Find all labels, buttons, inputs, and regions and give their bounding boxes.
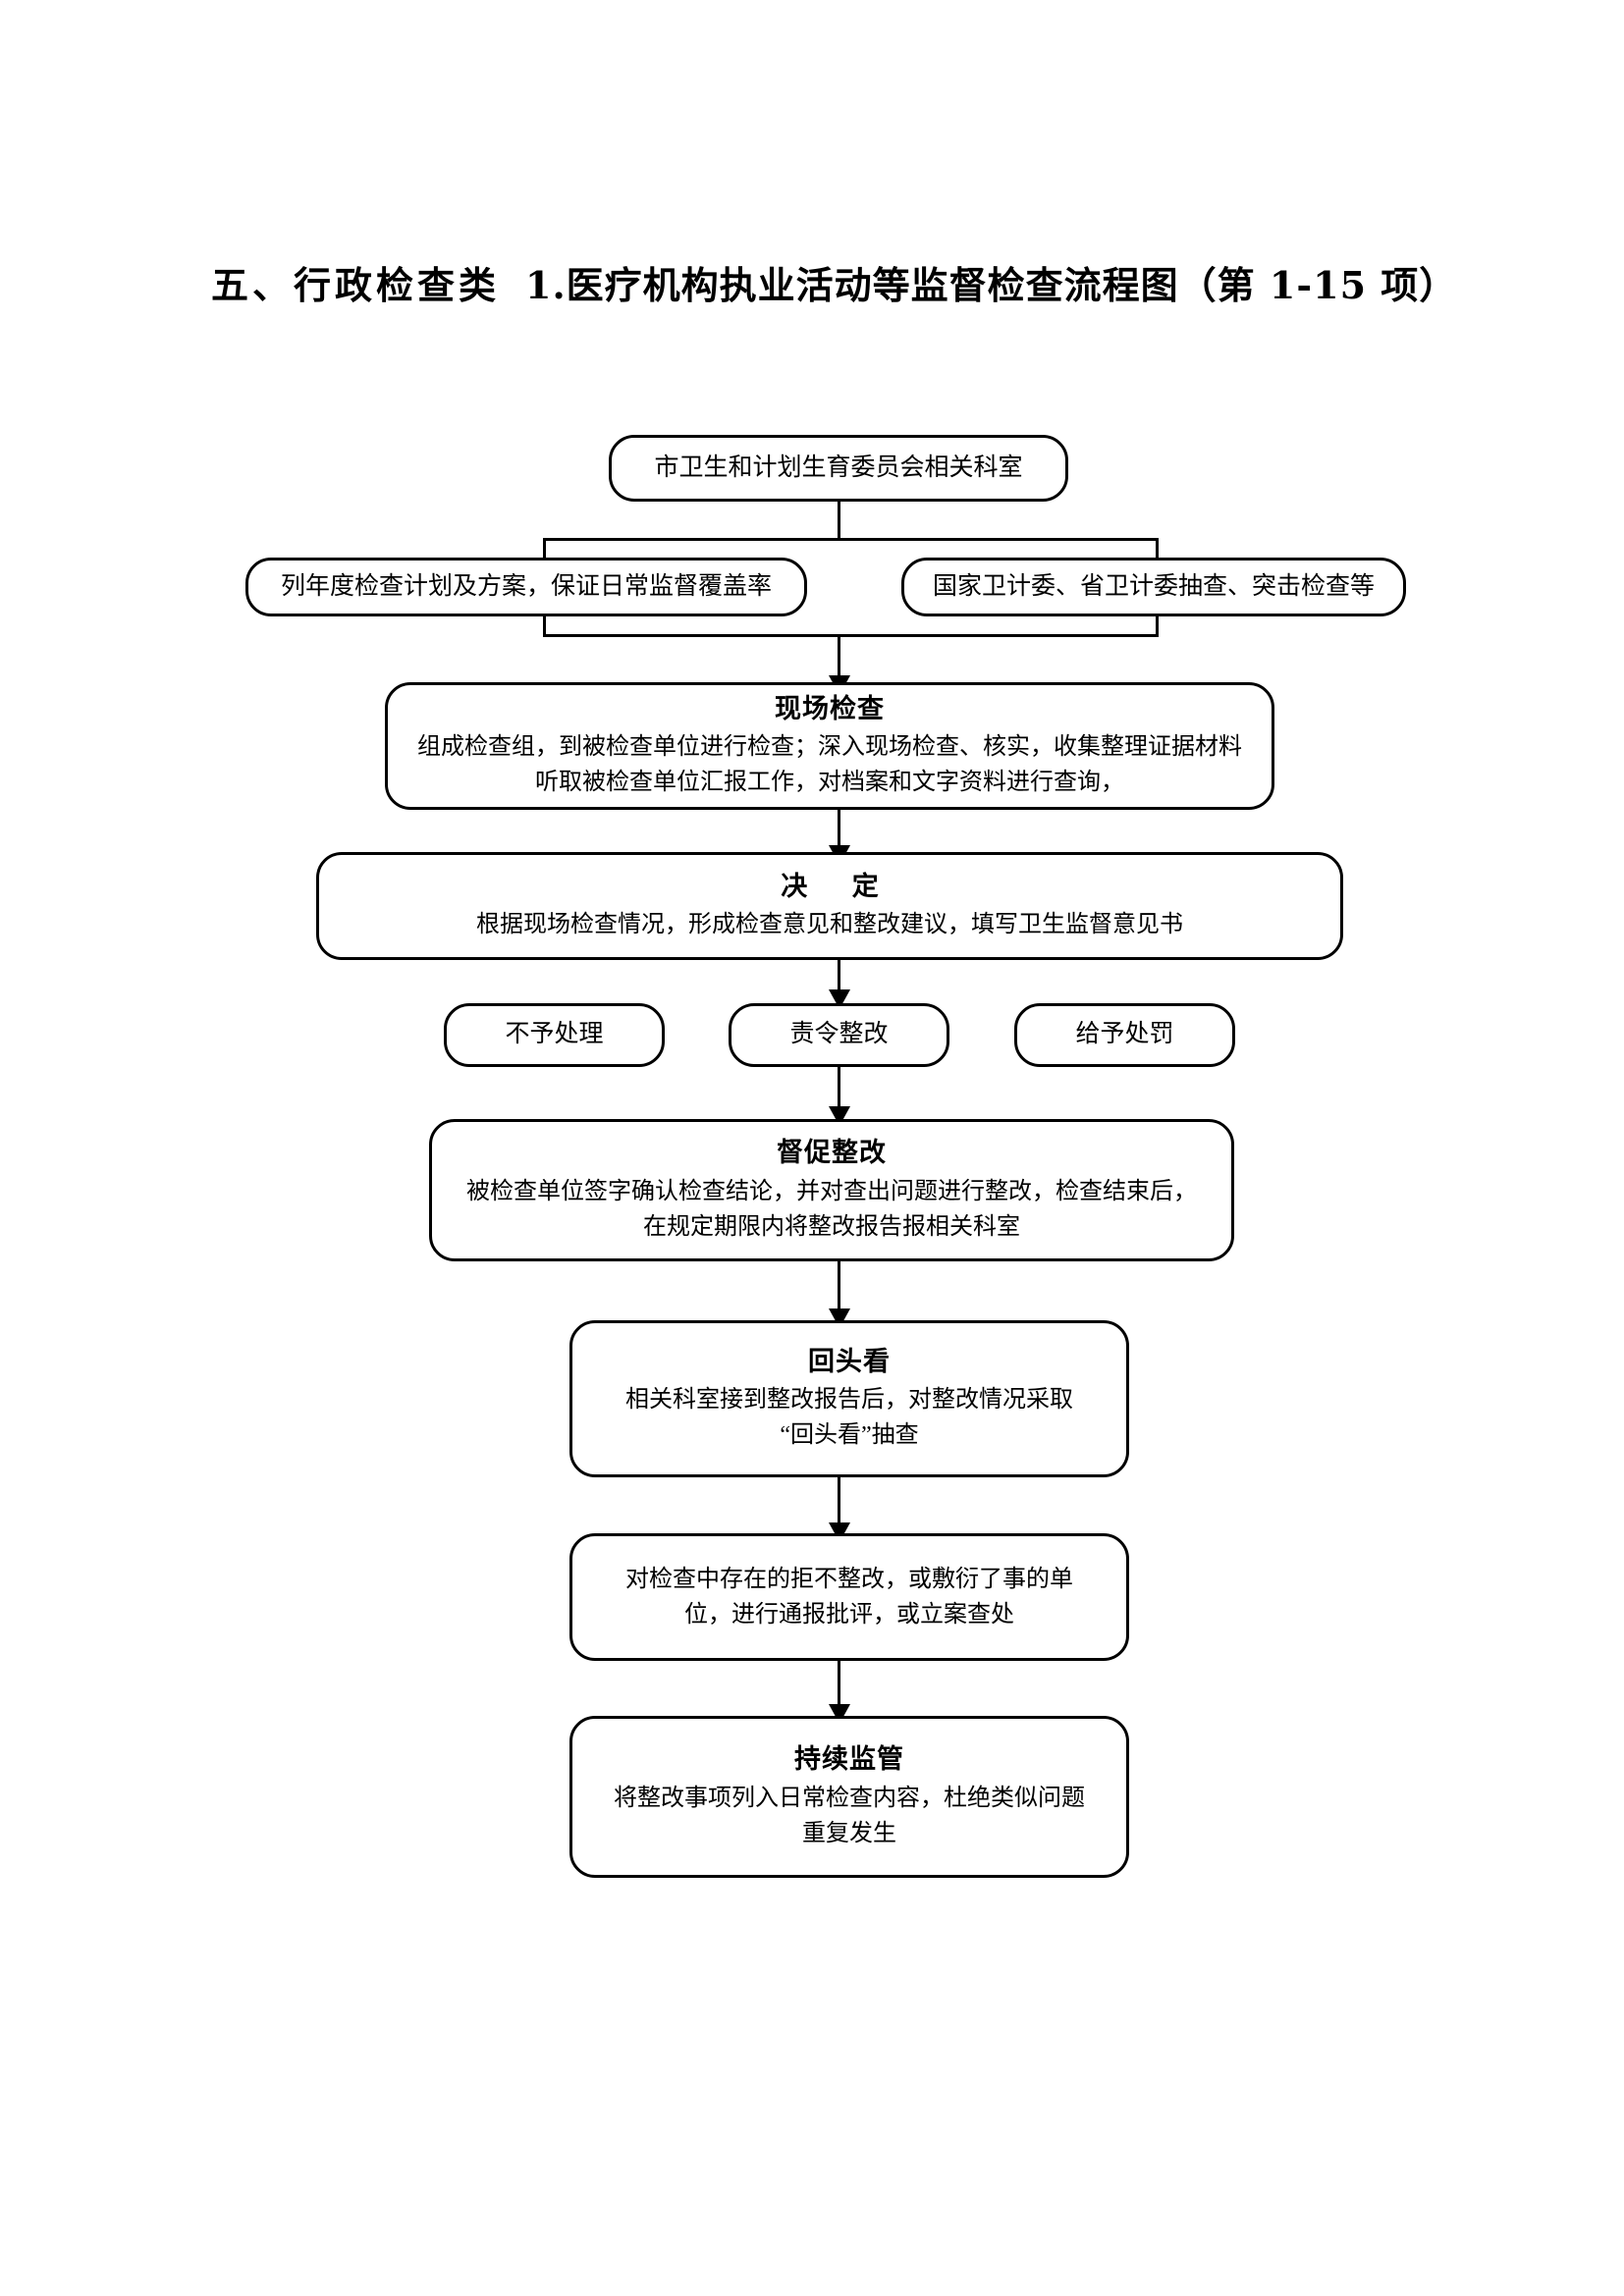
flow-node-outcome-rectify-label: 责令整改 <box>789 1021 889 1048</box>
flow-node-continuous-supervision-line1: 将整改事项列入日常检查内容，杜绝类似问题 <box>614 1785 1085 1811</box>
flow-node-look-back-line2: “回头看”抽查 <box>780 1422 919 1449</box>
flow-node-branch-left[interactable]: 列年度检查计划及方案，保证日常监督覆盖率 <box>245 558 807 616</box>
flow-node-look-back-title: 回头看 <box>808 1346 891 1377</box>
flow-node-branch-right[interactable]: 国家卫计委、省卫计委抽查、突击检查等 <box>901 558 1406 616</box>
flow-node-continuous-supervision-line2: 重复发生 <box>802 1820 896 1846</box>
connector-enforcement-to-continuous <box>838 1661 840 1710</box>
flow-node-outcome-none[interactable]: 不予处理 <box>444 1003 665 1067</box>
flow-node-onsite-inspection-line1: 组成检查组，到被检查单位进行检查；深入现场检查、核实，收集整理证据材料 <box>417 734 1242 761</box>
connector-onsite-to-decision <box>838 810 840 851</box>
flow-node-continuous-supervision-title: 持续监管 <box>794 1744 904 1776</box>
flow-node-outcome-none-label: 不予处理 <box>505 1021 604 1048</box>
flow-node-onsite-inspection-title: 现场检查 <box>775 693 885 724</box>
connector-supervise-to-lookback <box>838 1261 840 1314</box>
flow-node-root-label: 市卫生和计划生育委员会相关科室 <box>654 454 1023 481</box>
flow-node-outcome-penalty-label: 给予处罚 <box>1075 1021 1174 1048</box>
flow-node-continuous-supervision[interactable]: 持续监管 将整改事项列入日常检查内容，杜绝类似问题 重复发生 <box>569 1716 1129 1878</box>
connector-rectify-to-supervise <box>838 1067 840 1112</box>
connector-decision-to-rectify <box>838 960 840 995</box>
flow-node-root[interactable]: 市卫生和计划生育委员会相关科室 <box>609 435 1068 502</box>
page-title: 五、行政检查类 1.医疗机构执业活动等监督检查流程图（第 1-15 项） <box>211 263 1456 308</box>
connector-merge-bar-bottom <box>543 634 1159 637</box>
flow-node-decision[interactable]: 决 定 根据现场检查情况，形成检查意见和整改建议，填写卫生监督意见书 <box>316 852 1343 960</box>
flow-node-look-back[interactable]: 回头看 相关科室接到整改报告后，对整改情况采取 “回头看”抽查 <box>569 1320 1129 1477</box>
flow-node-outcome-penalty[interactable]: 给予处罚 <box>1014 1003 1235 1067</box>
page-title-main: 1.医疗机构执业活动等监督检查流程图（第 1-15 项） <box>525 263 1458 307</box>
connector-split-bar-top <box>543 538 1159 541</box>
flow-node-onsite-inspection-line2: 听取被检查单位汇报工作，对档案和文字资料进行查询， <box>535 770 1124 796</box>
flow-node-look-back-line1: 相关科室接到整改报告后，对整改情况采取 <box>625 1387 1073 1414</box>
flow-node-supervise-rectification-line1: 被检查单位签字确认检查结论，并对查出问题进行整改，检查结束后， <box>466 1178 1197 1204</box>
flow-node-decision-title: 决 定 <box>781 871 896 902</box>
flow-node-decision-line1: 根据现场检查情况，形成检查意见和整改建议，填写卫生监督意见书 <box>476 912 1183 938</box>
flow-node-supervise-rectification-title: 督促整改 <box>777 1138 887 1169</box>
flow-node-supervise-rectification-line2: 在规定期限内将整改报告报相关科室 <box>643 1213 1020 1240</box>
page-title-prefix: 五、行政检查类 <box>211 263 501 307</box>
flow-node-enforcement-line1: 对检查中存在的拒不整改，或敷衍了事的单 <box>625 1567 1073 1592</box>
connector-root-down <box>838 502 840 540</box>
flow-node-branch-right-label: 国家卫计委、省卫计委抽查、突击检查等 <box>932 572 1375 600</box>
flow-node-branch-left-label: 列年度检查计划及方案，保证日常监督覆盖率 <box>280 572 772 600</box>
connector-merge-down <box>838 634 840 681</box>
flow-node-outcome-rectify[interactable]: 责令整改 <box>729 1003 949 1067</box>
flow-node-enforcement-line2: 位，进行通报批评，或立案查处 <box>684 1602 1014 1628</box>
connector-lookback-to-enforcement <box>838 1477 840 1528</box>
flow-node-onsite-inspection[interactable]: 现场检查 组成检查组，到被检查单位进行检查；深入现场检查、核实，收集整理证据材料… <box>385 682 1274 810</box>
flow-node-enforcement[interactable]: 对检查中存在的拒不整改，或敷衍了事的单 位，进行通报批评，或立案查处 <box>569 1533 1129 1661</box>
flow-node-supervise-rectification[interactable]: 督促整改 被检查单位签字确认检查结论，并对查出问题进行整改，检查结束后， 在规定… <box>429 1119 1234 1261</box>
